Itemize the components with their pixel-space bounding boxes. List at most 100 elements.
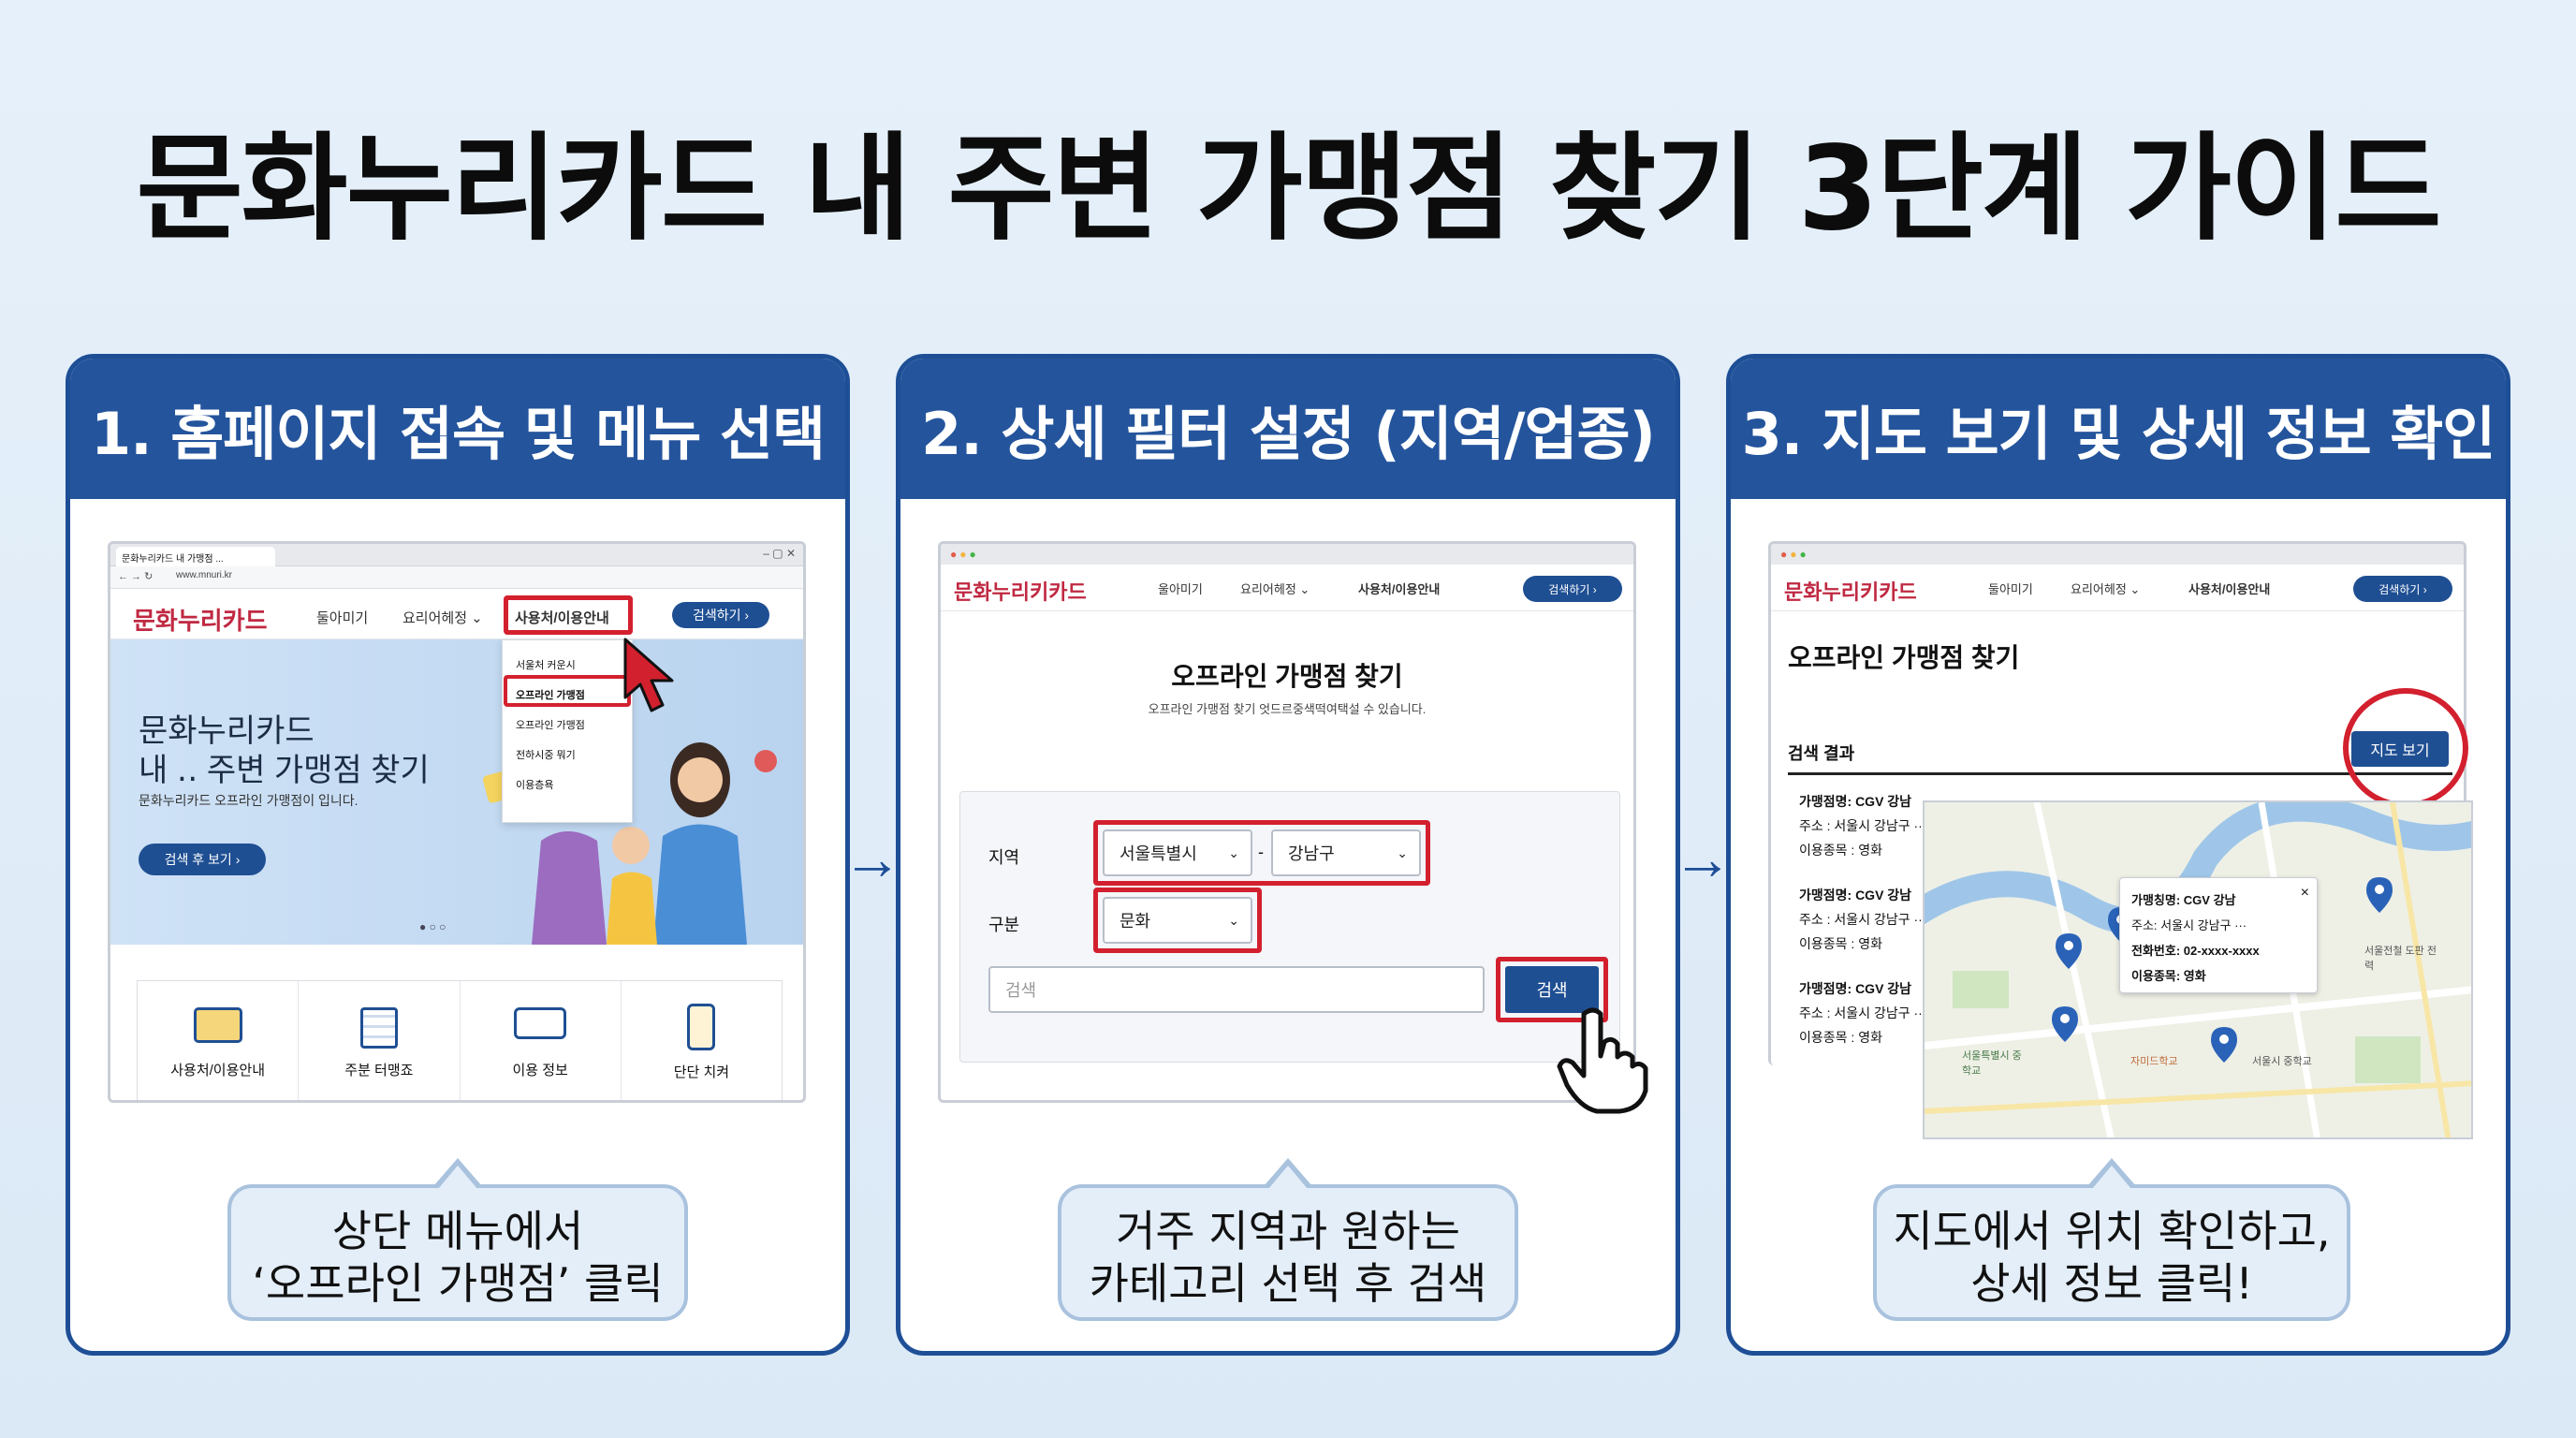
site-logo[interactable]: 문화누리키카드 (1784, 580, 1917, 604)
result-address: 주소 : 서울시 강남구 ··· (1799, 1005, 1927, 1020)
nav-item-usage[interactable]: 사용처/이용안내 (515, 610, 609, 626)
dropdown-item[interactable]: 오프라인 가맹점 (516, 720, 585, 731)
nav-item-usage[interactable]: 사용처/이용안내 (2188, 582, 2271, 596)
next-arrow-icon: → (1673, 825, 1733, 892)
quick-link-app[interactable]: 단단 치켜 (622, 981, 782, 1100)
result-name: 가맹점명: CGV 강남 (1799, 794, 1912, 809)
quick-link-info[interactable]: 이용 정보 (461, 981, 622, 1100)
browser-nav-icons[interactable]: ← → ↻ (118, 571, 154, 582)
popup-type: 이용종목: 영화 (2131, 969, 2206, 983)
caption-line: 지도에서 위치 확인하고, (1893, 1206, 2331, 1256)
card-icon (193, 1007, 242, 1043)
result-type: 이용종목 : 영화 (1799, 843, 1882, 858)
address-bar: ← → ↻ www.mnuri.kr (110, 566, 803, 589)
step2-caption: 거주 지역과 원하는 카테고리 선택 후 검색 (1058, 1158, 1518, 1321)
window-controls[interactable]: – ▢ ✕ (763, 547, 796, 560)
hero-search-button[interactable]: 검색 후 보기 › (139, 844, 266, 875)
step2-panel: 2. 상세 필터 설정 (지역/업종) ●●● 문화누리키카드 울아미기 요리어… (896, 354, 1680, 1356)
dropdown-item[interactable]: 전하시중 뭐기 (516, 750, 576, 761)
region-city-select[interactable]: 서울특별시 ⌄ (1103, 829, 1252, 876)
quick-link-nearby[interactable]: 주분 터맹죠 (299, 981, 461, 1100)
category-select[interactable]: 문화 ⌄ (1103, 897, 1252, 944)
traffic-lights[interactable]: ●●● (950, 548, 979, 561)
map-pin-icon[interactable] (2366, 877, 2393, 913)
chevron-down-icon: ⌄ (1397, 844, 1408, 860)
hand-pointer-icon (1557, 1007, 1648, 1114)
carousel-dots[interactable]: ● ○ ○ (419, 920, 446, 933)
nav-item-2[interactable]: 요리어헤정 ⌄ (1240, 582, 1310, 596)
nav-item-1[interactable]: 울아미기 (1158, 582, 1203, 596)
search-placeholder: 검색 (1005, 981, 1037, 1000)
highlight-search-button (1496, 957, 1608, 1022)
results-label: 검색 결과 (1788, 744, 1855, 763)
nav-item-usage[interactable]: 사용처/이용안내 (1358, 582, 1441, 596)
page-heading: 오프라인 가맹점 찾기 (1171, 662, 1403, 691)
ticket-icon (514, 1007, 567, 1039)
hero-title-2: 내 ‥ 주변 가맹점 찾기 (139, 753, 430, 788)
site-logo[interactable]: 문화누리카드 (133, 607, 268, 635)
quick-link-label: 단단 치켜 (673, 1064, 730, 1080)
step3-caption: 지도에서 위치 확인하고, 상세 정보 클릭! (1873, 1158, 2350, 1321)
nav-item-2[interactable]: 요리어헤정 ⌄ (2071, 582, 2141, 596)
traffic-lights[interactable]: ●●● (1780, 548, 1809, 561)
result-item[interactable]: 가맹점명: CGV 강남 주소 : 서울시 강남구 ··· 이용종목 : 영화 (1799, 883, 1926, 956)
header-search-button[interactable]: 검색하기 › (1523, 576, 1622, 602)
map-pin-icon[interactable] (2052, 1006, 2078, 1042)
url-field[interactable]: www.mnuri.kr (176, 570, 233, 580)
select-value: 문화 (1120, 912, 1151, 931)
page-subtitle: 오프라인 가맹점 찾기 엇드르중색떡여택설 수 있습니다. (1148, 702, 1427, 716)
select-value: 강남구 (1288, 844, 1335, 863)
map-label: 자미드학교 (2130, 1056, 2178, 1067)
highlight-category (1093, 888, 1262, 953)
type-label: 구분 (988, 916, 1020, 934)
map-view[interactable]: 서울특별시 중학교 자미드학교 서울전철 도판 전력 서울시 중학교 × 가맹칭… (1923, 800, 2473, 1139)
search-submit-button[interactable]: 검색 (1505, 966, 1599, 1013)
popup-phone: 전화번호: 02-xxxx-xxxx (2131, 944, 2260, 958)
result-name: 가맹점명: CGV 강남 (1799, 981, 1912, 996)
chevron-down-icon: ⌄ (1228, 844, 1239, 860)
nav-item-1[interactable]: 둘아미기 (316, 610, 369, 626)
quick-link-usage[interactable]: 사용처/이용안내 (138, 981, 300, 1100)
usage-dropdown: 서울처 커운시 오프라인 가맹점 오프라인 가맹점 전하시중 뭐기 이용층욕 (502, 639, 633, 823)
window-titlebar: ●●● (941, 544, 1633, 565)
map-pin-icon[interactable] (2211, 1027, 2237, 1063)
step1-panel: 1. 홈페이지 접속 및 메뉴 선택 문화누리카드 내 가맹점 ... – ▢ … (66, 354, 850, 1356)
nav-item-2[interactable]: 요리어헤정 ⌄ (402, 610, 483, 626)
browser-tab-bar: 문화누리카드 내 가맹점 ... – ▢ ✕ (110, 544, 803, 566)
step2-screenshot: ●●● 문화누리키카드 울아미기 요리어헤정 ⌄ 사용처/이용안내 검색하기 ›… (938, 541, 1636, 1103)
dropdown-item[interactable]: 이용층욕 (516, 780, 554, 791)
keyword-search-input[interactable]: 검색 (988, 966, 1485, 1013)
chevron-down-icon: ⌄ (1228, 912, 1239, 928)
header-search-button[interactable]: 검색하기 › (672, 602, 769, 628)
result-item[interactable]: 가맹점명: CGV 강남 주소 : 서울시 강남구 ··· 이용종목 : 영화 (1799, 976, 1926, 1049)
step1-screenshot: 문화누리카드 내 가맹점 ... – ▢ ✕ ← → ↻ www.mnuri.k… (108, 541, 806, 1103)
highlight-region (1093, 820, 1430, 886)
hero-subtitle: 문화누리카드 오프라인 가맹점이 입니다. (139, 793, 359, 808)
window-titlebar: ●●● (1771, 544, 2464, 565)
result-address: 주소 : 서울시 강남구 ··· (1799, 912, 1927, 927)
dropdown-item[interactable]: 서울처 커운시 (516, 660, 576, 671)
close-icon[interactable]: × (2300, 885, 2309, 901)
dropdown-item-offline[interactable]: 오프라인 가맹점 (516, 690, 585, 701)
region-separator: - (1258, 843, 1264, 861)
nav-item-1[interactable]: 둘아미기 (1988, 582, 2033, 596)
building-icon (359, 1007, 398, 1049)
caption-line: ‘오프라인 가맹점’ 클릭 (252, 1258, 664, 1309)
result-item[interactable]: 가맹점명: CGV 강남 주소 : 서울시 강남구 ··· 이용종목 : 영화 (1799, 789, 1926, 862)
header-search-button[interactable]: 검색하기 › (2353, 576, 2452, 602)
browser-tab[interactable]: 문화누리카드 내 가맹점 ... (116, 547, 275, 566)
quick-link-label: 이용 정보 (512, 1063, 568, 1078)
map-pin-icon[interactable] (2056, 933, 2082, 969)
caption-line: 상세 정보 클릭! (1970, 1258, 2253, 1309)
page-heading: 오프라인 가맹점 찾기 (1788, 643, 2020, 672)
store-info-popup[interactable]: × 가맹칭명: CGV 강남 주소: 서울시 강남구 ··· 전화번호: 02-… (2119, 877, 2318, 993)
region-label: 지역 (988, 848, 1020, 867)
region-district-select[interactable]: 강남구 ⌄ (1271, 829, 1421, 876)
result-name: 가맹점명: CGV 강남 (1799, 888, 1912, 902)
highlight-map-button (2343, 688, 2468, 808)
site-logo[interactable]: 문화누리키카드 (954, 580, 1087, 604)
site-header: 문화누리키카드 울아미기 요리어헤정 ⌄ 사용처/이용안내 검색하기 › (941, 565, 1633, 611)
highlight-offline-item (504, 675, 631, 707)
quick-link-label: 주분 터맹죠 (344, 1063, 414, 1078)
step1-heading: 1. 홈페이지 접속 및 메뉴 선택 (70, 359, 845, 499)
